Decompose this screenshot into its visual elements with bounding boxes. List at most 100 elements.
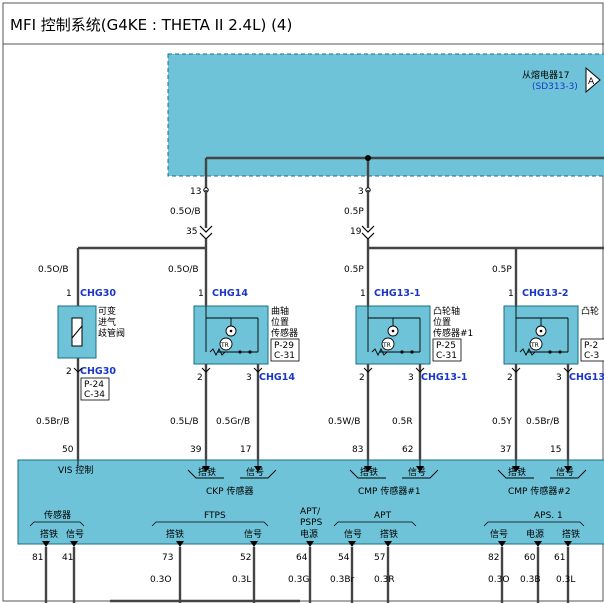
wire-label: 0.5W/B (328, 417, 360, 427)
pin-label: 61 (554, 553, 565, 563)
ref-label: C-3 (584, 351, 599, 361)
ecm-module (17, 459, 604, 545)
pin-label: 3 (556, 373, 562, 383)
connector-id: CHG13 (569, 372, 604, 383)
pin-label: 2 (66, 367, 72, 377)
ecm-label-vis: VIS 控制 (58, 464, 93, 476)
transistor-label: TR (382, 342, 391, 349)
fuse-module-ref: (SD313-3) (532, 82, 578, 92)
pin-label: 81 (32, 553, 43, 563)
pin-label: 73 (162, 553, 173, 563)
ecm-label: 信号 (556, 466, 574, 478)
ref-box (432, 338, 462, 362)
pin-label: 54 (338, 553, 350, 563)
pin-label: 1 (66, 289, 72, 299)
pin-label: 2 (507, 373, 513, 383)
pin-label: 19 (350, 227, 362, 237)
ecm-label: 信号 (408, 466, 426, 478)
pin-label: 64 (296, 553, 308, 563)
connector-id: CHG13-2 (522, 288, 569, 299)
ecm-label: 信号 (490, 528, 508, 540)
wire-label: 0.5L/B (170, 417, 199, 427)
sensor-name-line: 凸轮 (581, 305, 599, 317)
ecm-label: CMP 传感器#1 (358, 485, 421, 497)
ref-label: P-24 (84, 380, 104, 390)
ecm-label: CKP 传感器 (206, 485, 253, 497)
upper-wires (204, 190, 370, 228)
wire-label: 0.3L (232, 575, 251, 585)
ref-label: C-31 (274, 351, 295, 361)
pin-label: 13 (190, 187, 201, 197)
connector-id: CHG14 (259, 372, 295, 383)
connector-id: CHG30 (80, 366, 116, 377)
wire-label: 0.3Br (330, 575, 354, 585)
splice-dot (365, 155, 371, 161)
sensor-name-line: 凸轮轴 (433, 305, 460, 317)
pin-label: 37 (500, 445, 511, 455)
pin-label: 39 (190, 445, 202, 455)
ref-box (580, 338, 604, 362)
cmp-sensor-1: 1 CHG13-1 TR 凸轮轴 位置 传感器#1 P-25 C-31 2 3 … (355, 288, 473, 383)
fuse-module (167, 53, 604, 177)
ecm-label: 电源 (300, 528, 318, 540)
ref-box (270, 338, 300, 362)
junction-dot (400, 350, 404, 354)
sensor-name-line: 曲轴 (271, 305, 289, 317)
sensor-name-line: 可变 (98, 305, 116, 317)
wire-label: 0.5P (492, 265, 512, 275)
ecm-bottom-arrows (42, 541, 572, 547)
ecm-label: 搭铁 (508, 466, 526, 478)
reference-arrow-letter: A (588, 77, 595, 87)
ecm-label: PSPS (300, 518, 323, 528)
pin-label: 50 (62, 445, 74, 455)
sensor-name-line: 歧管阀 (98, 327, 125, 339)
pin-label: 3 (408, 373, 414, 383)
vis-valve: 1 CHG30 可变 进气 歧管阀 2 CHG30 P-24 C-34 (57, 288, 125, 401)
pin-label: 57 (374, 553, 385, 563)
transistor-icon (219, 337, 233, 351)
ecm-label: 搭铁 (562, 528, 580, 540)
fuse-module-label: 从熔电器17 (522, 69, 569, 81)
wire-label: 0.5O/B (170, 207, 201, 217)
ecm-label: 信号 (244, 528, 262, 540)
junction-dot (410, 350, 414, 354)
pin-label: 60 (524, 553, 536, 563)
wire-label: 0.5Y (492, 417, 512, 427)
pin-label: 1 (508, 289, 514, 299)
wire-label: 0.3L (556, 575, 575, 585)
wire-label: 0.3R (374, 575, 395, 585)
sensor-name-line: 位置 (433, 316, 451, 328)
bottom-wires (44, 547, 570, 603)
ecm-label: 信号 (344, 528, 362, 540)
ref-label: C-34 (84, 390, 105, 400)
ref-label: P-2 (584, 341, 598, 351)
wire-label: 0.5Br/B (526, 417, 559, 427)
pin-label: 3 (358, 187, 364, 197)
ref-label: P-29 (274, 341, 294, 351)
wire-label: 0.3G (288, 575, 309, 585)
wire-label: 0.3O (150, 575, 171, 585)
wire-label: 0.3B (520, 575, 541, 585)
hall-element-icon (539, 329, 543, 333)
ckp-sensor: 1 CHG14 TR 曲轴 位置 传感器 P-29 C-31 2 3 CHG14 (193, 288, 300, 383)
ecm-label: 搭铁 (166, 528, 184, 540)
transistor-label: TR (220, 342, 229, 349)
junction-dot (548, 350, 552, 354)
connector-id: CHG13-1 (374, 288, 421, 299)
pin-label: 41 (62, 553, 73, 563)
wire-label: 0.5R (392, 417, 413, 427)
transistor-label: TR (530, 342, 539, 349)
reference-arrow-icon (585, 66, 601, 94)
ecm-top-stubs (77, 460, 587, 479)
ecm-label: 电源 (526, 528, 544, 540)
ecm-label: APT/ (300, 507, 321, 517)
sensor-circuit-icon (515, 306, 569, 357)
pin-label: 82 (488, 553, 499, 563)
internal-bus (204, 156, 604, 190)
ecm-top-arrows (202, 466, 572, 472)
lower-wires (76, 358, 570, 460)
connector-id: CHG13-1 (421, 372, 468, 383)
ecm-label: FTPS (204, 511, 226, 521)
transistor-icon (529, 337, 543, 351)
